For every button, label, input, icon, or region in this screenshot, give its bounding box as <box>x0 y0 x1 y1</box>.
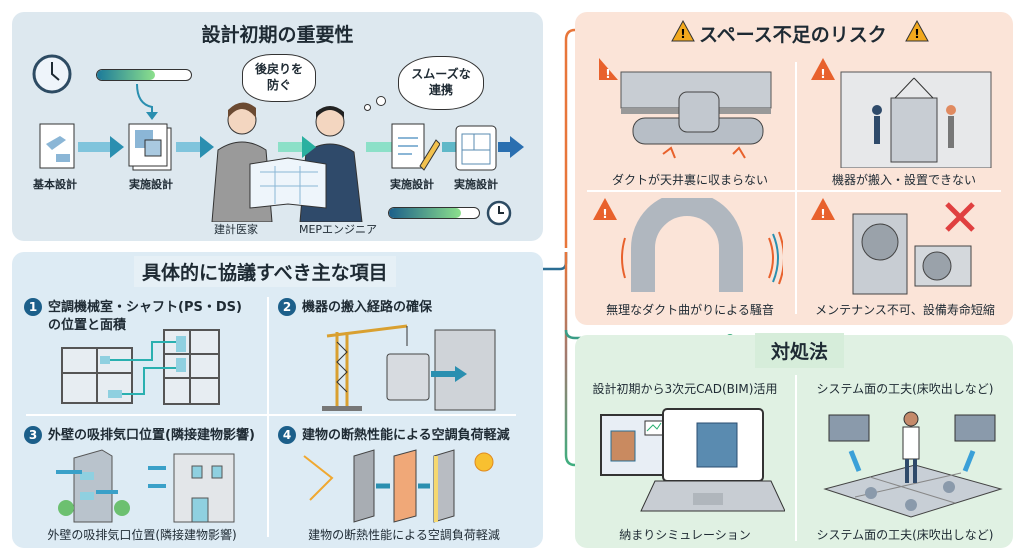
item-4: 4 建物の断熱性能による空調負荷軽減 <box>278 424 510 444</box>
risks-title: スペース不足のリスク <box>699 24 887 46</box>
floor-air-supply-illustration <box>823 411 1003 518</box>
item-title: 機器の搬入経路の確保 <box>302 300 433 315</box>
flow-arrow <box>366 142 396 152</box>
discussion-title: 具体的に協議すべき主な項目 <box>134 256 396 287</box>
svg-text:!: ! <box>914 27 919 41</box>
solution-heading: システム面の工夫(床吹出しなど) <box>816 382 994 396</box>
svg-text:!: ! <box>602 207 607 221</box>
risk-caption: メンテナンス不可、設備寿命短縮 <box>815 303 995 317</box>
broken-equipment-illustration: ! <box>811 198 975 295</box>
svg-text:!: ! <box>680 27 685 41</box>
svg-text:!: ! <box>820 67 825 81</box>
exhaust-buildings-illustration <box>56 449 235 523</box>
warning-icon: ! <box>671 20 695 42</box>
equipment-installation-illustration: ! <box>811 58 992 168</box>
solution-heading: 設計初期から3次元CAD(BIM)活用 <box>592 382 778 396</box>
step-label: 基本設計 <box>33 178 77 191</box>
thought-line: スムーズな <box>411 67 471 82</box>
item-3: 3 外壁の吸排気口位置(隣接建物影響) <box>24 424 255 444</box>
step-label: 実施設計 <box>129 178 173 191</box>
risk-caption: 無理なダクト曲がりによる騒音 <box>606 303 774 317</box>
flow-arrow <box>442 142 456 152</box>
flow-arrow <box>498 136 524 158</box>
item-number: 2 <box>278 298 296 316</box>
svg-text:!: ! <box>605 67 610 81</box>
flow-arrow <box>78 136 124 158</box>
insulation-panels-illustration <box>303 449 494 523</box>
clock-icon <box>486 200 512 226</box>
thought-dot <box>364 104 371 111</box>
architect-and-engineer-illustration <box>211 102 363 222</box>
progress-bar <box>96 69 192 81</box>
divider <box>26 414 516 416</box>
item-number: 3 <box>24 426 42 444</box>
floorplan-icon <box>455 125 497 171</box>
flow-arrow <box>278 136 316 158</box>
solution-caption: システム面の工夫(床吹出しなど) <box>816 528 994 542</box>
item-number: 4 <box>278 426 296 444</box>
bent-duct-noise-illustration: ! <box>593 198 783 292</box>
divider <box>795 375 797 541</box>
clock-icon <box>32 54 72 94</box>
flow-arrow <box>176 136 214 158</box>
thought-line: 連携 <box>428 83 453 97</box>
bim-laptop-illustration <box>600 408 785 512</box>
item-title-line2: の位置と面積 <box>48 318 127 333</box>
crane-delivery-illustration <box>322 324 496 411</box>
blueprint-icon <box>128 123 172 171</box>
thought-dot <box>376 96 386 106</box>
item-1: 1 空調機械室・シャフト(PS・DS) <box>24 296 242 316</box>
person-label-mep: MEPエンジニア <box>298 223 378 236</box>
warning-icon: ! <box>905 20 929 42</box>
importance-panel: 設計初期の重要性 基本設計 実施設計 後戻りを防ぐ スムーズな連携 建計医家 M… <box>12 12 543 241</box>
svg-text:!: ! <box>820 207 825 221</box>
risk-caption: ダクトが天井裏に収まらない <box>611 173 768 187</box>
speech-line: 後戻りを <box>254 62 303 77</box>
document-icon <box>39 123 75 169</box>
duct-ceiling-illustration: ! <box>599 58 772 159</box>
step-label: 実施設計 <box>454 178 498 191</box>
item-caption: 外壁の吸排気口位置(隣接建物影響) <box>47 528 237 542</box>
step-label: 実施設計 <box>390 178 434 191</box>
document-pencil-icon <box>391 123 440 171</box>
progress-bar <box>388 207 480 219</box>
building-shaft-illustration <box>61 329 220 405</box>
item-number: 1 <box>24 298 42 316</box>
arrow-down-icon <box>136 83 158 120</box>
item-title: 外壁の吸排気口位置(隣接建物影響) <box>48 428 255 443</box>
thought-bubble: スムーズな連携 <box>398 56 484 110</box>
importance-title: 設計初期の重要性 <box>201 24 354 46</box>
speech-line: 防ぐ <box>266 78 291 92</box>
divider <box>795 62 797 314</box>
item-title: 建物の断熱性能による空調負荷軽減 <box>302 428 510 443</box>
item-caption: 建物の断熱性能による空調負荷軽減 <box>308 528 500 542</box>
risks-panel: ! スペース不足のリスク ! ! ダクトが天井裏に収まらない ! 機器が搬入・設… <box>575 12 1013 325</box>
solutions-panel: 対処法 設計初期から3次元CAD(BIM)活用 納まりシミュレーション システム… <box>575 333 1013 548</box>
solutions-title: 対処法 <box>755 333 845 368</box>
item-title: 空調機械室・シャフト(PS・DS) <box>48 300 242 315</box>
solution-caption: 納まりシミュレーション <box>619 528 751 542</box>
item-2: 2 機器の搬入経路の確保 <box>278 296 432 316</box>
risk-caption: 機器が搬入・設置できない <box>831 173 976 187</box>
person-label-architect: 建計医家 <box>214 223 258 236</box>
speech-bubble: 後戻りを防ぐ <box>242 54 316 102</box>
divider <box>267 297 269 537</box>
divider <box>587 190 1001 192</box>
